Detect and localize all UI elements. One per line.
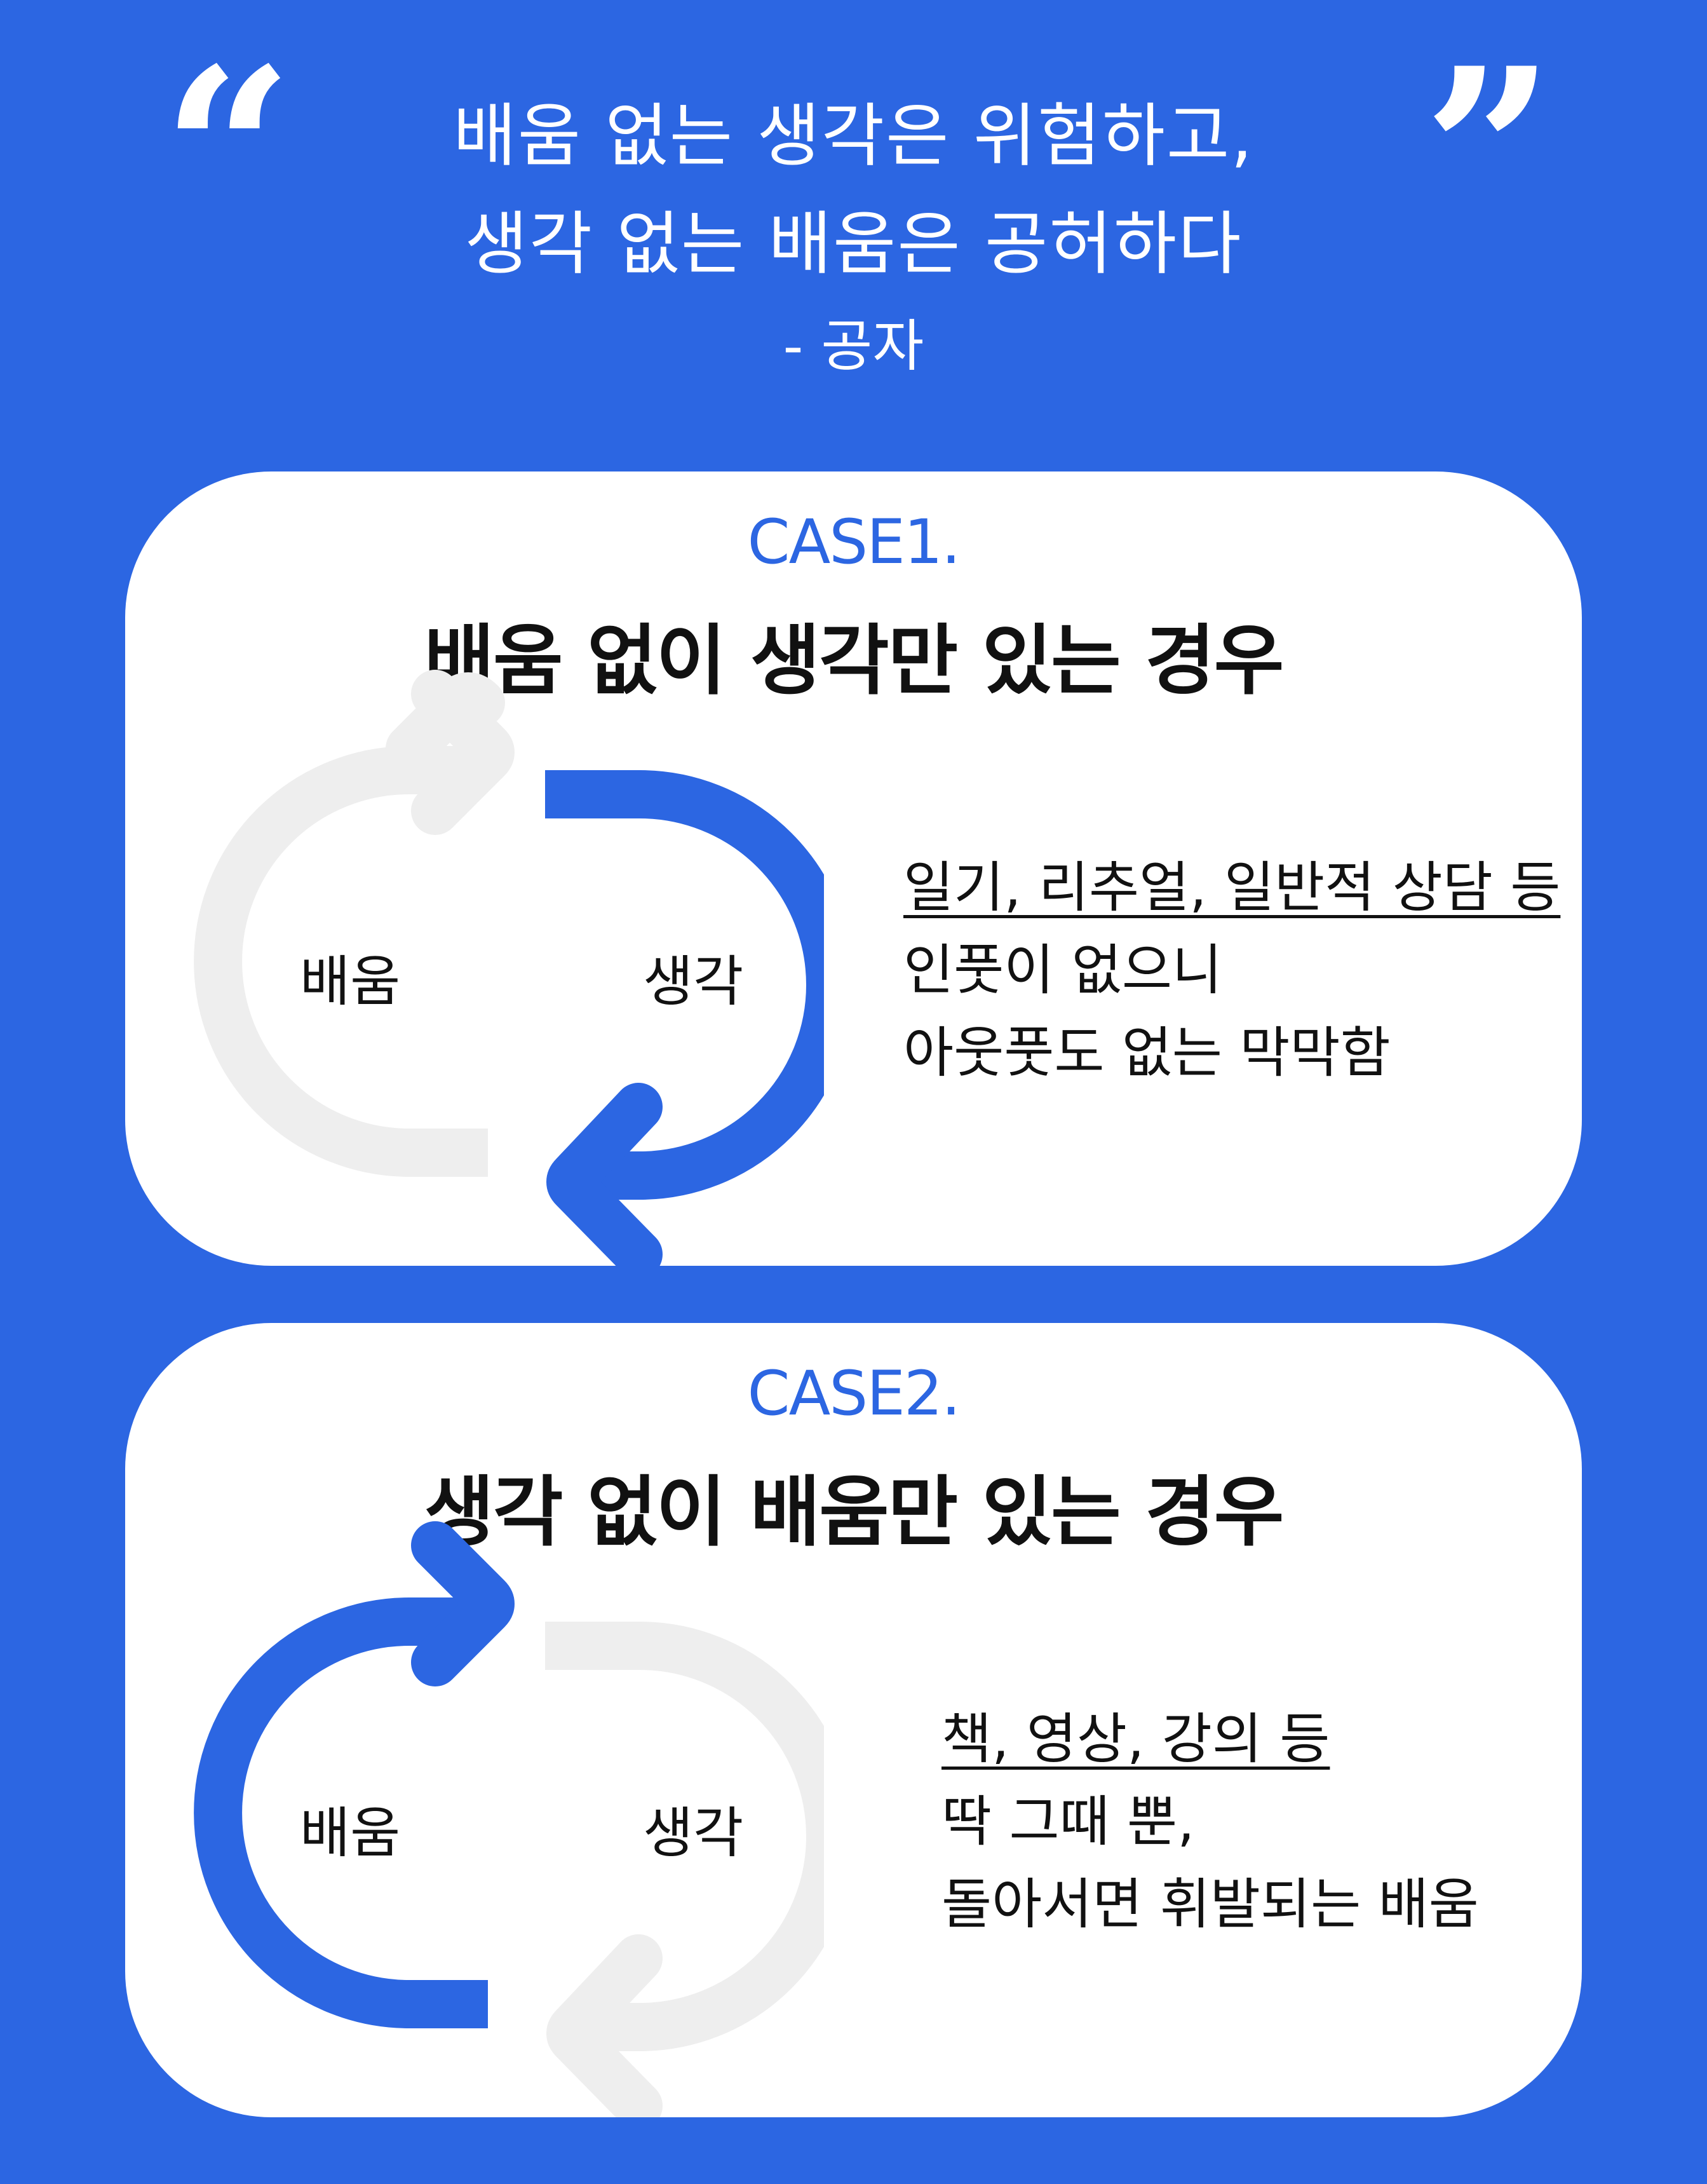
quote-block: 배움 없는 생각은 위험하고, 생각 없는 배움은 공허하다 - 공자 <box>0 83 1707 381</box>
node-label-thinking: 생각 <box>643 1801 744 1865</box>
desc-line-3: 아웃풋도 없는 막막함 <box>903 1021 1391 1085</box>
cycle-diagram <box>194 670 824 1266</box>
case-title: 생각 없이 배움만 있는 경우 <box>424 1468 1285 1557</box>
desc-line-3: 돌아서면 휘발되는 배움 <box>941 1873 1479 1936</box>
left-cycle-arrow-icon <box>194 1521 515 2028</box>
case-card-1: CASE1. 배움 없이 생각만 있는 경우 배움 생각 일기, 리추얼, 일반… <box>125 471 1582 1266</box>
right-cycle-arrow-icon <box>545 770 824 1266</box>
case-title: 배움 없이 생각만 있는 경우 <box>424 617 1285 705</box>
quote-line-1: 배움 없는 생각은 위험하고, <box>453 97 1254 176</box>
case-description: 책, 영상, 강의 등 딱 그때 뿐, 돌아서면 휘발되는 배움 <box>941 1698 1479 1946</box>
quote-line-2: 생각 없는 배움은 공허하다 <box>464 205 1243 284</box>
node-label-learning: 배움 <box>300 950 401 1014</box>
desc-line-2: 딱 그때 뿐, <box>941 1790 1195 1854</box>
left-cycle-arrow-icon <box>194 670 515 1177</box>
cycle-diagram <box>194 1521 824 2117</box>
node-label-learning: 배움 <box>300 1801 401 1865</box>
desc-line-2: 인풋이 없으니 <box>903 939 1223 1002</box>
case-description: 일기, 리추얼, 일반적 상담 등 인풋이 없으니 아웃풋도 없는 막막함 <box>903 846 1560 1094</box>
case-card-2: CASE2. 생각 없이 배움만 있는 경우 배움 생각 책, 영상, 강의 등… <box>125 1323 1582 2117</box>
case-label: CASE2. <box>747 1358 961 1429</box>
node-label-thinking: 생각 <box>643 950 744 1014</box>
desc-examples: 일기, 리추얼, 일반적 상담 등 <box>903 856 1561 919</box>
open-quote-mark: “ <box>162 18 294 287</box>
case-label: CASE1. <box>747 506 961 578</box>
desc-examples: 책, 영상, 강의 등 <box>941 1707 1330 1771</box>
close-quote-mark: ” <box>1423 18 1555 287</box>
quote-author: - 공자 <box>783 313 924 379</box>
right-cycle-arrow-icon <box>545 1622 824 2117</box>
